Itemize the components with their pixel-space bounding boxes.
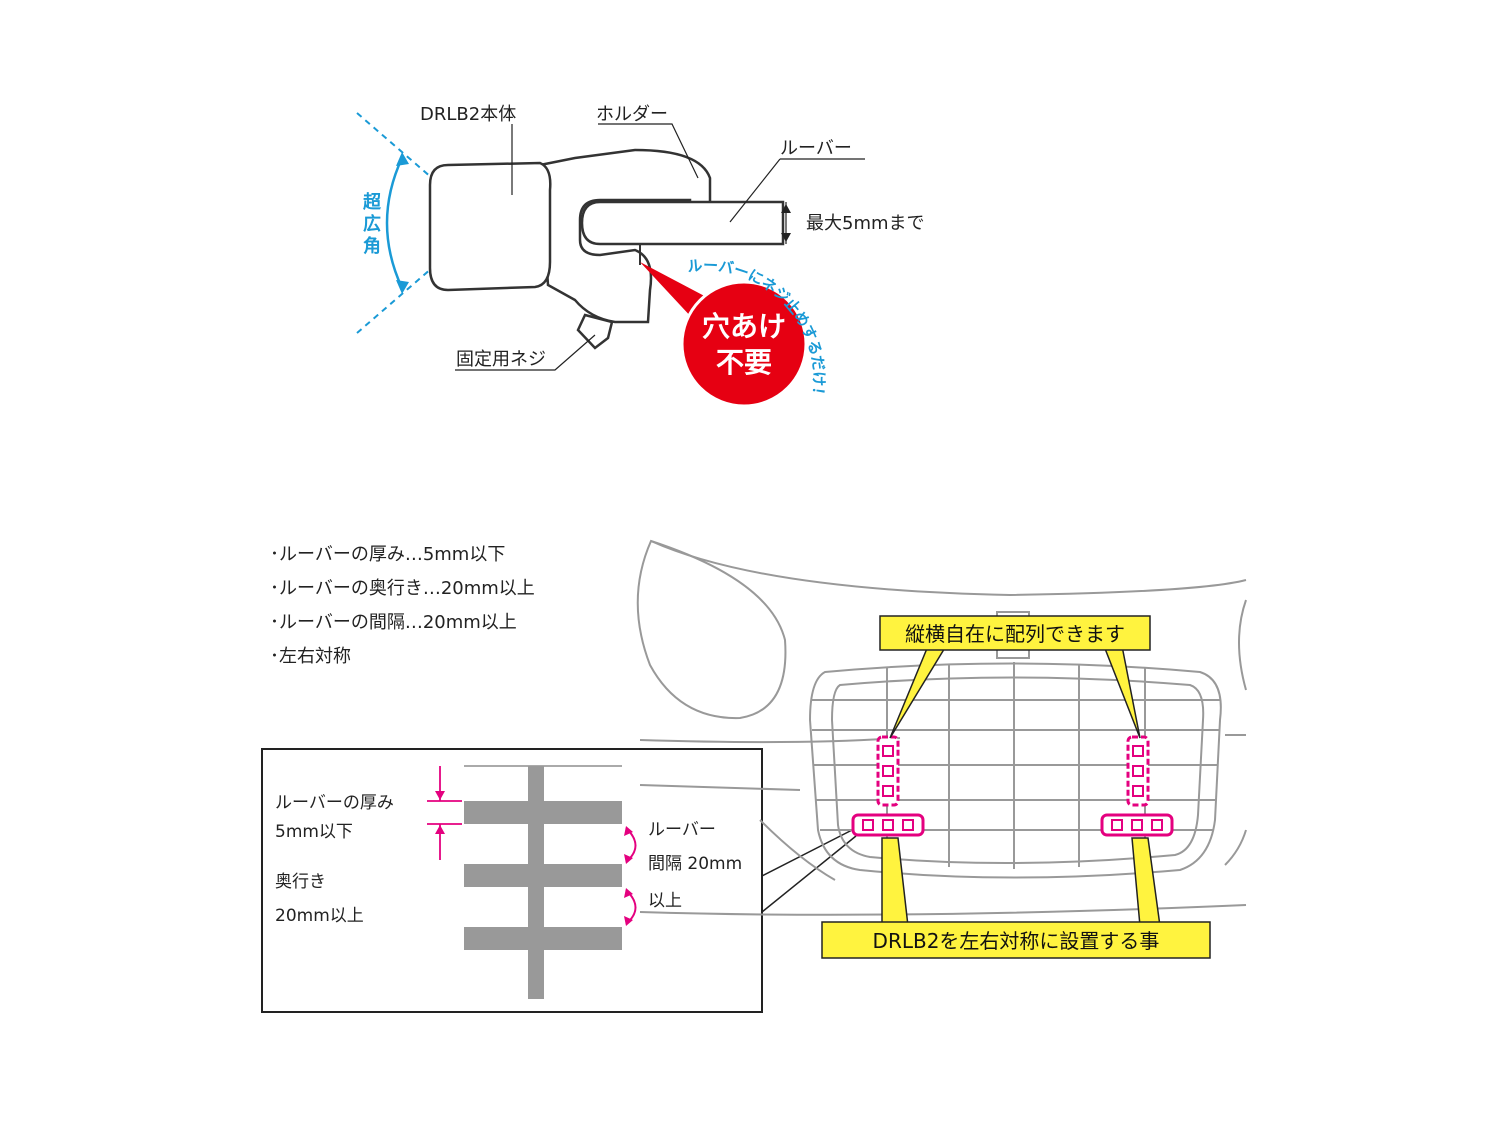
requirement-item: ･左右対称 (270, 646, 351, 667)
fixing-screw (576, 313, 614, 350)
louver-slat (464, 927, 622, 950)
angle-line-top (356, 112, 433, 179)
label-gap-1: ルーバー (648, 820, 716, 840)
callout-top: 縦横自在に配列できます (879, 615, 1151, 739)
no-drilling-badge: 穴あけ 不要 ルーバーにネジ止めするだけ！ (640, 256, 828, 408)
label-wide-angle-1: 超 (363, 191, 382, 213)
label-holder: ホルダー (596, 104, 668, 125)
angle-arrow-bottom-icon (396, 280, 409, 294)
badge-text-line2: 不要 (716, 346, 772, 379)
label-wide-angle-2: 広 (363, 213, 381, 235)
requirement-item: ･ルーバーの厚み…5mm以下 (270, 544, 505, 565)
label-max-thickness: 最大5mmまで (806, 213, 925, 234)
label-depth-2: 20mm以上 (275, 906, 364, 926)
drl-unit-right (1100, 735, 1174, 837)
callout-bottom-text: DRLB2を左右対称に設置する事 (873, 929, 1160, 953)
callout-bottom: DRLB2を左右対称に設置する事 (821, 837, 1211, 959)
label-body: DRLB2本体 (420, 104, 516, 125)
drl-unit-left (851, 735, 925, 837)
requirement-item: ･ルーバーの奥行き…20mm以上 (270, 578, 535, 599)
label-depth-1: 奥行き (275, 872, 326, 892)
label-thickness-1: ルーバーの厚み (275, 793, 394, 813)
device-illustration: DRLB2本体 ホルダー ルーバー 最大5mmまで 固定用ネジ 超 広 角 (356, 104, 925, 371)
callout-top-text: 縦横自在に配列できます (905, 622, 1125, 646)
louver-slat (464, 801, 622, 824)
angle-arrow-top-icon (396, 152, 409, 166)
louver-detail-box: ルーバーの厚み 5mm以下 奥行き 20mm以上 ルーバー 間隔 20mm 以上 (261, 748, 763, 1013)
label-gap-2: 間隔 20mm (648, 854, 742, 874)
angle-arc (385, 157, 404, 289)
louver-slat (464, 864, 622, 887)
requirements-list: ･ルーバーの厚み…5mm以下 ･ルーバーの奥行き…20mm以上 ･ルーバーの間隔… (270, 544, 535, 667)
badge-text-line1: 穴あけ (702, 310, 786, 343)
label-screw: 固定用ネジ (456, 349, 546, 370)
louver (580, 200, 785, 246)
label-wide-angle-3: 角 (363, 235, 381, 257)
requirement-item: ･ルーバーの間隔…20mm以上 (270, 612, 517, 633)
label-thickness-2: 5mm以下 (275, 822, 353, 842)
label-gap-3: 以上 (648, 891, 682, 911)
label-louver: ルーバー (780, 138, 852, 159)
angle-line-bottom (356, 267, 433, 334)
drlb2-body (428, 161, 552, 292)
car-front-illustration (636, 539, 1247, 916)
